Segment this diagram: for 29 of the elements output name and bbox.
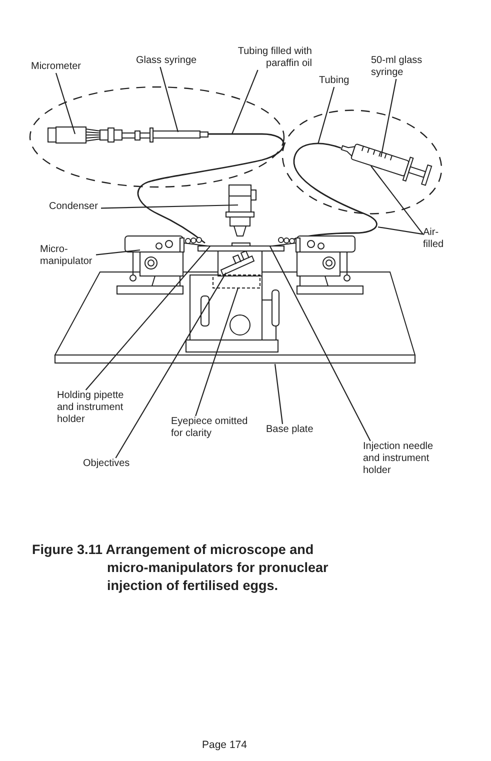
part-label: Tubing filled with paraffin oil — [226, 46, 312, 70]
part-label: Glass syringe — [136, 55, 197, 67]
part-label: Eyepiece omitted for clarity — [171, 416, 253, 440]
part-label: 50-ml glass syringe — [371, 55, 427, 79]
part-label: Base plate — [266, 424, 314, 436]
part-label: Objectives — [83, 458, 130, 470]
leader-line — [270, 246, 371, 442]
leader-line — [85, 246, 210, 390]
part-label: Micro-manipulator — [40, 244, 96, 268]
part-label: Tubing — [319, 75, 350, 87]
leader-line — [380, 78, 397, 158]
leader-line — [160, 66, 179, 132]
figure-caption: Figure 3.11 Arrangement of microscope and micro-manipulators for pronuclear injection of fertilised eggs. — [32, 541, 330, 595]
page-number: Page 174 — [202, 739, 247, 751]
part-label: Holding pipette and instrument holder — [57, 390, 129, 426]
leader-line — [274, 364, 284, 424]
leader-line — [115, 272, 226, 458]
part-label: Micrometer — [31, 61, 82, 73]
leader-line — [378, 226, 424, 235]
leader-line — [55, 72, 76, 134]
part-label: Injection needle and instrument holder — [363, 441, 437, 477]
leader-line — [232, 70, 258, 134]
leader-line — [370, 166, 424, 235]
leader-line — [317, 86, 335, 144]
leader-line — [100, 204, 238, 209]
part-label: Air-filled — [423, 227, 451, 251]
leader-line — [96, 249, 140, 256]
leader-line — [195, 288, 239, 416]
part-label: Condenser — [49, 201, 101, 213]
